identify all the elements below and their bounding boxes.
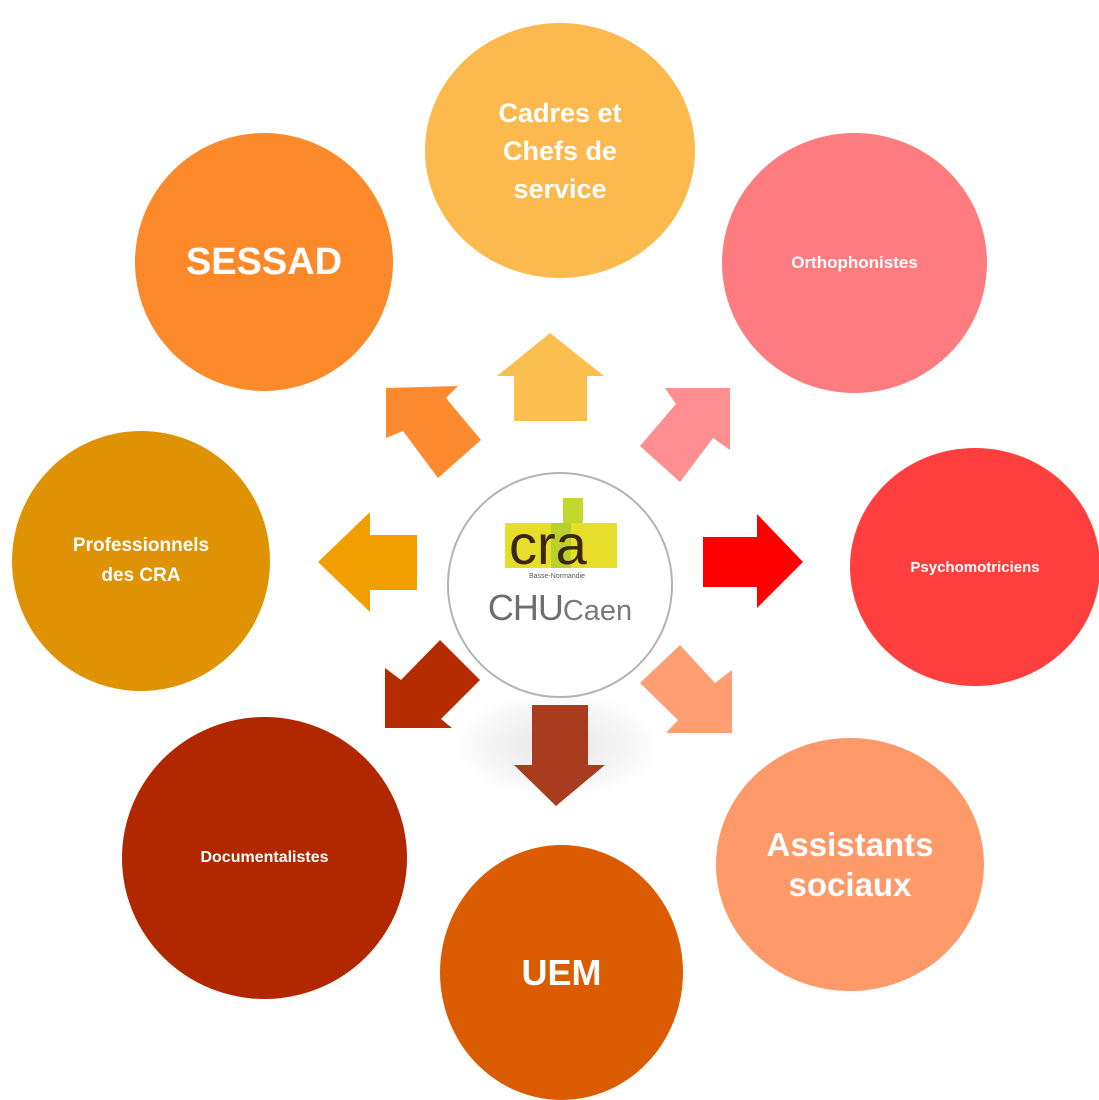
- node-professionnels: Professionnels des CRA: [12, 431, 270, 691]
- arrow-down-right-shape: [640, 645, 732, 733]
- node-cadres: Cadres et Chefs de service: [425, 23, 695, 278]
- arrow-right-shape: [703, 514, 803, 608]
- node-uem-label: UEM: [521, 951, 602, 993]
- arrow-left-shape: [318, 512, 417, 612]
- arrow-up-shape: [497, 333, 604, 421]
- cra-logo-icon: cra Basse-Normandie: [505, 498, 617, 580]
- node-documentalistes-label: Documentalistes: [200, 849, 329, 866]
- chu-caen-wordmark: CHUCaen: [475, 587, 645, 629]
- node-orthophonistes-label: Orthophonistes: [791, 253, 918, 272]
- node-uem: UEM: [440, 845, 683, 1100]
- arrow-down-left-shape: [385, 640, 480, 728]
- node-psychomotriciens: Psychomotriciens: [850, 448, 1099, 686]
- node-orthophonistes: Orthophonistes: [722, 133, 987, 393]
- node-assistants-sociaux-label: Assistants sociaux: [766, 825, 934, 903]
- arrow-down-shape: [514, 705, 605, 806]
- node-cadres-label: Cadres et Chefs de service: [498, 97, 622, 204]
- arrow-up-right-shape: [640, 388, 730, 482]
- node-psychomotriciens-label: Psychomotriciens: [910, 558, 1040, 576]
- node-professionnels-label: Professionnels des CRA: [72, 535, 210, 586]
- logo-chu-text: CHU: [487, 587, 564, 628]
- logo-caen-text: Caen: [562, 595, 633, 627]
- logo-tagline: Basse-Normandie: [529, 573, 585, 580]
- arrow-up-left-shape: [386, 386, 481, 478]
- node-sessad: SESSAD: [135, 133, 393, 391]
- node-assistants-sociaux: Assistants sociaux: [716, 738, 984, 991]
- logo-cra-text: cra: [509, 513, 588, 576]
- node-documentalistes: Documentalistes: [122, 717, 407, 999]
- node-sessad-label: SESSAD: [185, 240, 343, 283]
- center-hub: [447, 472, 673, 698]
